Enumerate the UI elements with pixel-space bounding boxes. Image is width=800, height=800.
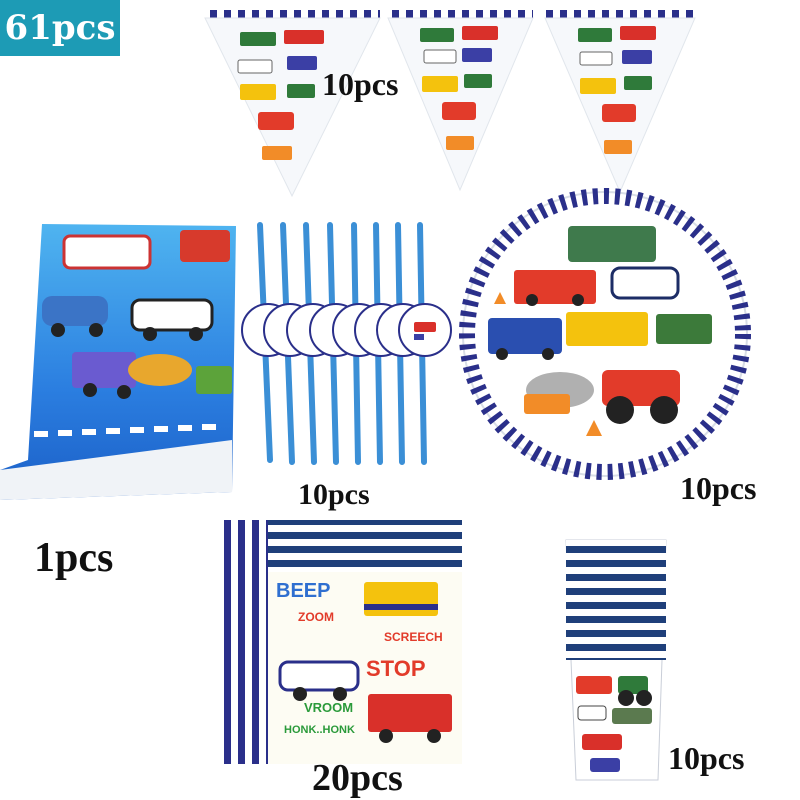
cups (565, 539, 667, 781)
napkin-word-screech: SCREECH (384, 630, 443, 644)
napkin-quantity: 20pcs (312, 757, 403, 799)
straw-tags (241, 303, 452, 357)
tablecloth (0, 224, 236, 500)
napkin-word-stop: STOP (366, 656, 426, 681)
napkin (220, 520, 462, 764)
straw-quantity: 10pcs (298, 478, 370, 511)
banner-flags (204, 10, 696, 198)
total-count-badge: 61pcs (0, 0, 120, 56)
napkin-word-zoom: ZOOM (298, 610, 334, 624)
tablecloth-quantity: 1pcs (34, 535, 114, 581)
straw-tag-art (414, 322, 436, 340)
banner-quantity: 10pcs (322, 66, 399, 102)
napkin-word-vroom: VROOM (304, 700, 354, 715)
napkin-word-honk: HONK..HONK (284, 724, 355, 736)
cup-quantity: 10pcs (668, 740, 745, 776)
plate (459, 188, 751, 480)
napkin-word-beep: BEEP (276, 580, 331, 602)
plate-quantity: 10pcs (680, 470, 757, 506)
